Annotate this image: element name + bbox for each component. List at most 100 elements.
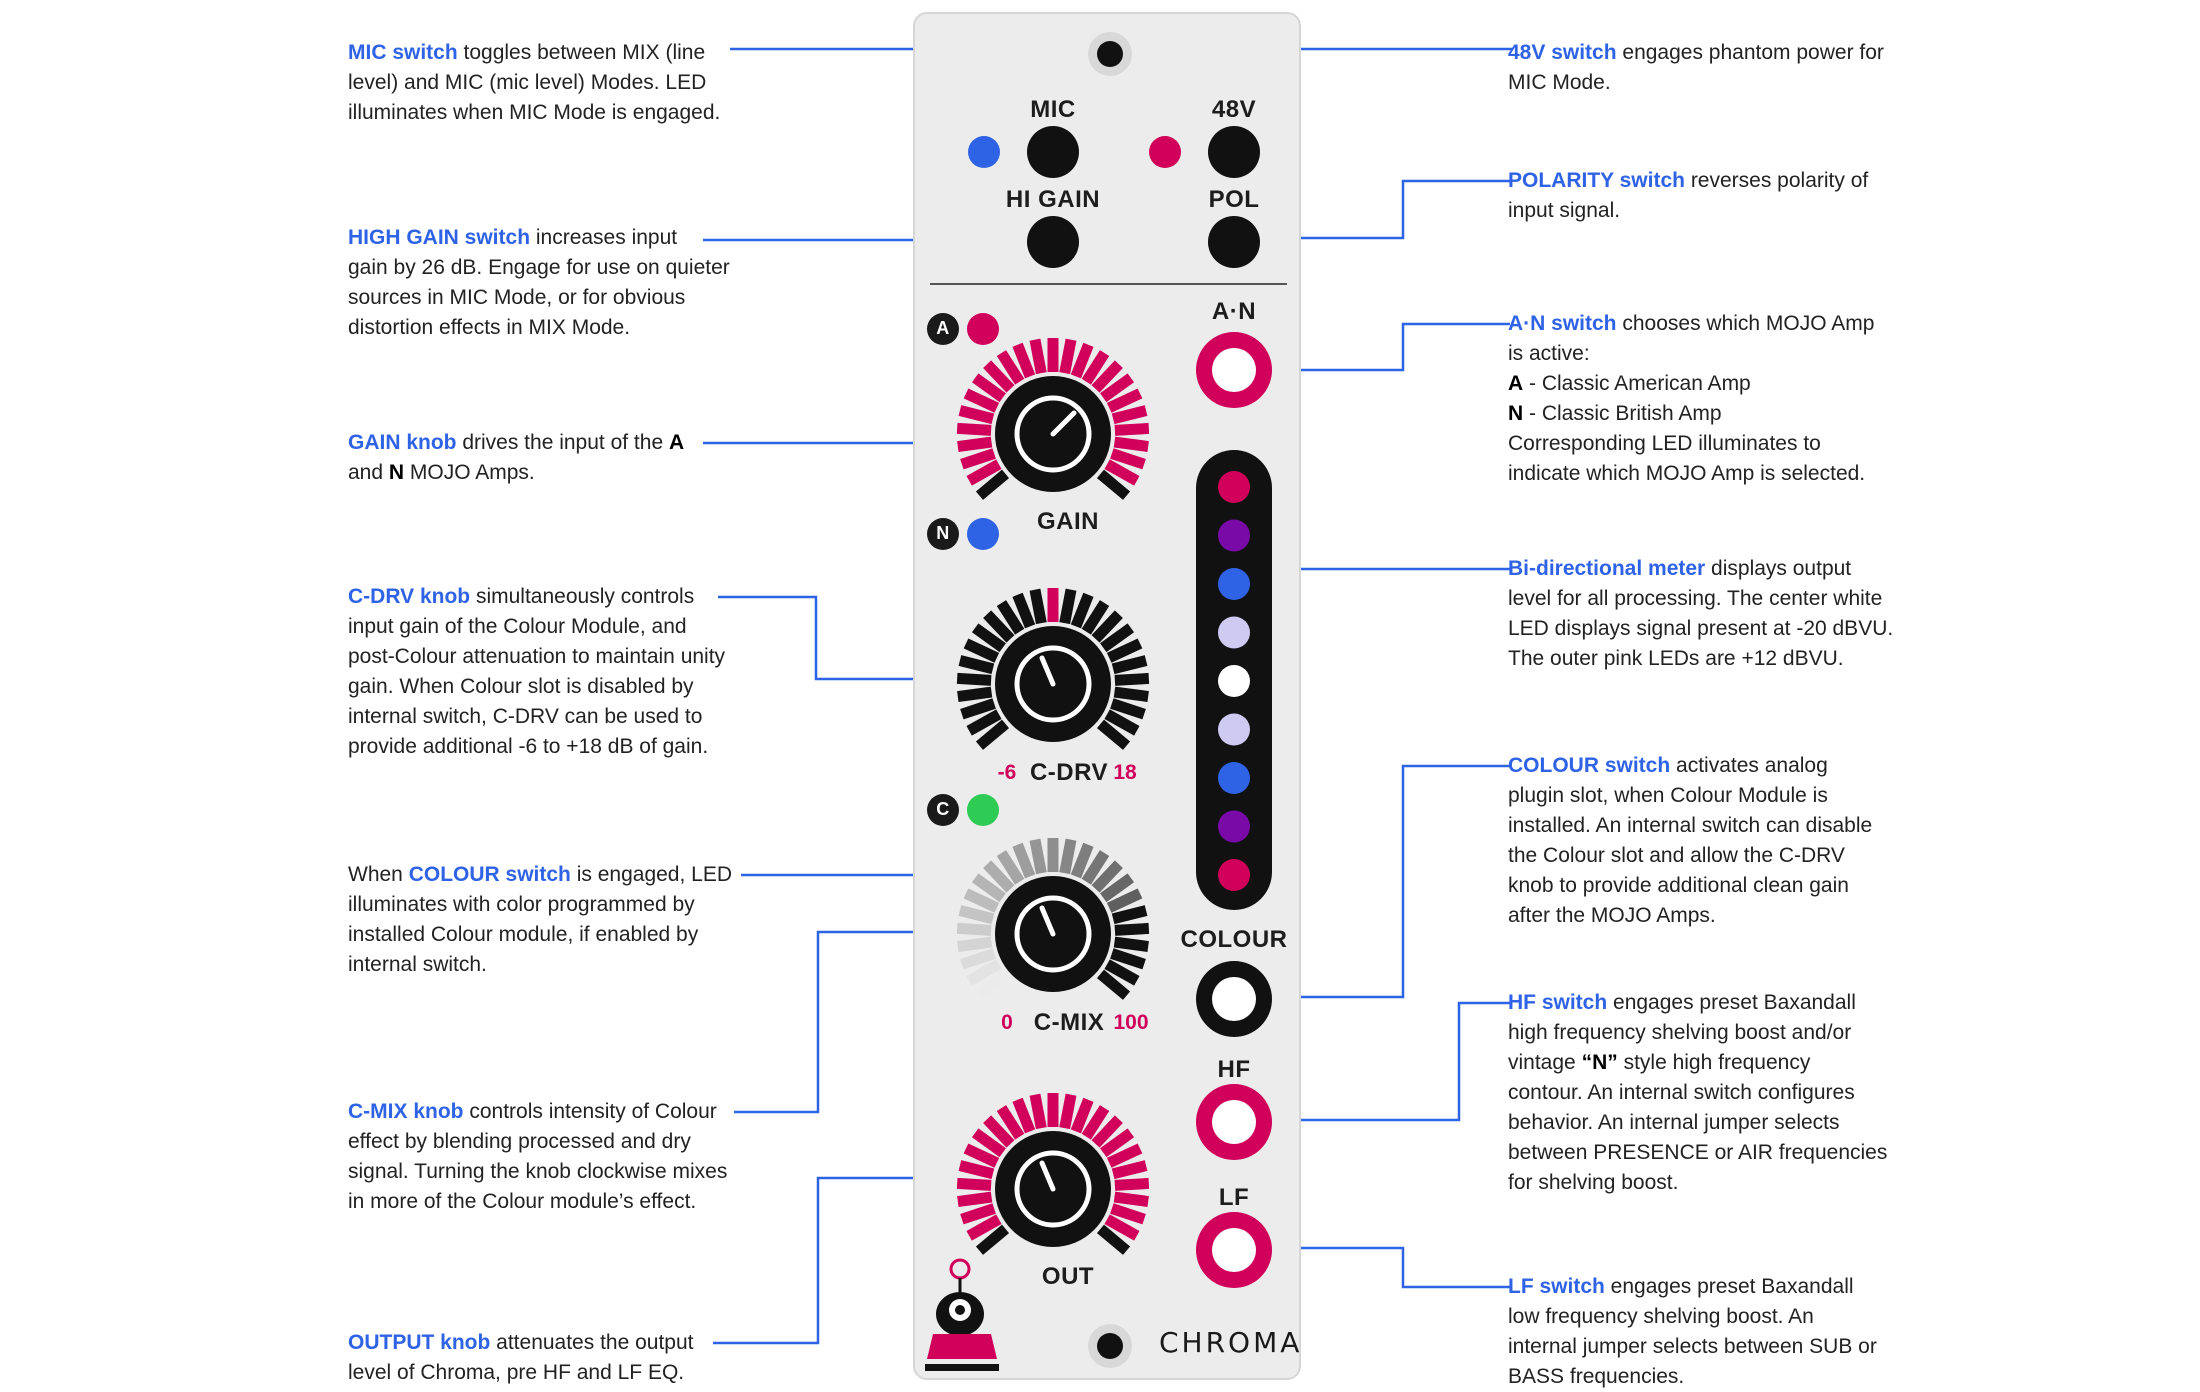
annotation-line: level of Chroma, pre HF and LF EQ.	[348, 1358, 694, 1388]
annotation-keyword: OUTPUT knob	[348, 1331, 491, 1354]
c-drv-tick-ring-segment	[966, 709, 1002, 736]
c-mix-min-label: 0	[1001, 1011, 1013, 1034]
out-tick-ring-segment	[1106, 1143, 1143, 1168]
out-tick-ring-segment	[1012, 1097, 1036, 1134]
annotation-line: low frequency shelving boost. An	[1508, 1302, 1877, 1332]
c-mix-knob-pointer	[1039, 905, 1056, 937]
annotation-line: between PRESENCE or AIR frequencies	[1508, 1138, 1887, 1168]
annotation-bold-text: A	[668, 431, 685, 454]
a-badge-letter: A	[936, 318, 950, 338]
top-screw-hole	[1097, 41, 1123, 67]
hf-switch-cap[interactable]	[1212, 1100, 1256, 1144]
c-mix-tick-ring-segment	[971, 873, 1006, 903]
annotation-text: the Colour slot and allow the C-DRV	[1508, 844, 1845, 867]
gain-tick-ring-segment	[996, 350, 1025, 385]
c-drv-tick-ring-segment	[963, 638, 1000, 663]
out-tick-ring-segment	[971, 1128, 1006, 1158]
annotation-line: gain by 26 dB. Engage for use on quieter	[348, 253, 730, 283]
annotation-line: internal switch, C-DRV can be used to	[348, 702, 725, 732]
annotation-text: internal switch.	[348, 953, 487, 976]
lf-label: LF	[1218, 1184, 1250, 1211]
out-tick-ring-segment	[996, 1105, 1025, 1140]
c-mix-tick-ring-segment	[960, 948, 996, 970]
48v-switch[interactable]	[1208, 126, 1260, 178]
annotation-keyword: A·N switch	[1508, 312, 1617, 335]
annotation-line: C-MIX knob controls intensity of Colour	[348, 1097, 727, 1127]
c-mix-tick-ring-segment	[958, 905, 995, 925]
colour-switch-cap[interactable]	[1212, 977, 1256, 1021]
c-drv-tick-ring-segment	[1100, 623, 1135, 653]
a-n-switch-cap[interactable]	[1212, 348, 1256, 392]
c-mix-tick-ring-segment	[963, 888, 1000, 913]
gain-tick-ring-segment	[960, 448, 996, 470]
annotation-line: The outer pink LEDs are +12 dBVU.	[1508, 644, 1893, 674]
n-led	[967, 518, 999, 550]
gain-tick-ring-segment	[963, 388, 1000, 413]
48v-label: 48V	[1211, 96, 1257, 123]
annotation-text: contour. An internal switch configures	[1508, 1081, 1855, 1104]
gain-tick-ring-segment	[1110, 448, 1146, 470]
annotation-line: effect by blending processed and dry	[348, 1127, 727, 1157]
c-mix-tick-ring-segment	[1113, 936, 1149, 952]
annotation-line: knob to provide additional clean gain	[1508, 871, 1872, 901]
annotation-text: illuminates when MIC Mode is engaged.	[348, 101, 721, 124]
annotation-line: BASS frequencies.	[1508, 1362, 1877, 1392]
annotation-line: N - Classic British Amp	[1508, 399, 1874, 429]
pol-switch[interactable]	[1208, 216, 1260, 268]
lf-switch-cap[interactable]	[1212, 1228, 1256, 1272]
colour-label: COLOUR	[1180, 926, 1288, 953]
annotation-text: sources in MIC Mode, or for obvious	[348, 286, 686, 309]
gain-tick-ring-segment	[957, 436, 993, 452]
gain-tick-ring-segment	[1070, 342, 1094, 379]
annotation-text: gain by 26 dB. Engage for use on quieter	[348, 256, 730, 279]
annotation-line: 48V switch engages phantom power for	[1508, 38, 1884, 68]
annotation-keyword: C-DRV knob	[348, 585, 471, 608]
c-drv-knob-face	[1014, 645, 1092, 723]
annotation-line: HF switch engages preset Baxandall	[1508, 988, 1887, 1018]
out-tick-ring-segment	[1100, 1128, 1135, 1158]
c-mix-tick-ring-segment	[1110, 948, 1146, 970]
out-tick-ring-segment	[983, 1115, 1015, 1148]
annotation-text: simultaneously controls	[470, 585, 695, 608]
annotation-text: LED displays signal present at -20 dBVU.	[1508, 617, 1894, 640]
c-mix-tick-ring-segment	[1091, 860, 1123, 893]
annotation-text: input signal.	[1508, 199, 1621, 222]
annotation-keyword: HIGH GAIN switch	[348, 226, 531, 249]
c-mix-tick-ring-segment	[1111, 905, 1148, 925]
annotation-bold-text: N	[1508, 402, 1524, 425]
leader-hf	[1280, 1001, 1510, 1122]
annotation-line: level) and MIC (mic level) Modes. LED	[348, 68, 720, 98]
gain-tick-ring-segment	[983, 360, 1015, 393]
c-drv-tick-ring-segment	[1110, 698, 1146, 720]
gain-knob-face	[1014, 395, 1092, 473]
out-tick-ring-segment	[960, 1203, 996, 1225]
c-mix-tick-ring-segment	[966, 959, 1002, 986]
mic-switch[interactable]	[1027, 126, 1079, 178]
c-drv-tick-ring-segment	[1091, 610, 1123, 643]
annotation-text: low frequency shelving boost. An	[1508, 1305, 1814, 1328]
meter-led-pink	[1218, 859, 1250, 891]
n-badge	[927, 518, 959, 550]
gain-tick-ring-segment	[1111, 405, 1148, 425]
annotation-text: post-Colour attenuation to maintain unit…	[348, 645, 726, 668]
annotation-text: and	[348, 461, 389, 484]
out-tick-ring-segment	[1091, 1115, 1123, 1148]
c-badge	[927, 794, 959, 826]
leader-colour-switch	[1288, 764, 1510, 999]
annotation-line: MIC switch toggles between MIX (line	[348, 38, 720, 68]
hi-gain-switch[interactable]	[1027, 216, 1079, 268]
c-drv-tick-ring-segment	[1114, 672, 1150, 686]
pol-label: POL	[1208, 186, 1260, 213]
out-tick-ring-segment	[1059, 1093, 1077, 1130]
gain-tick-ring	[956, 338, 1150, 500]
